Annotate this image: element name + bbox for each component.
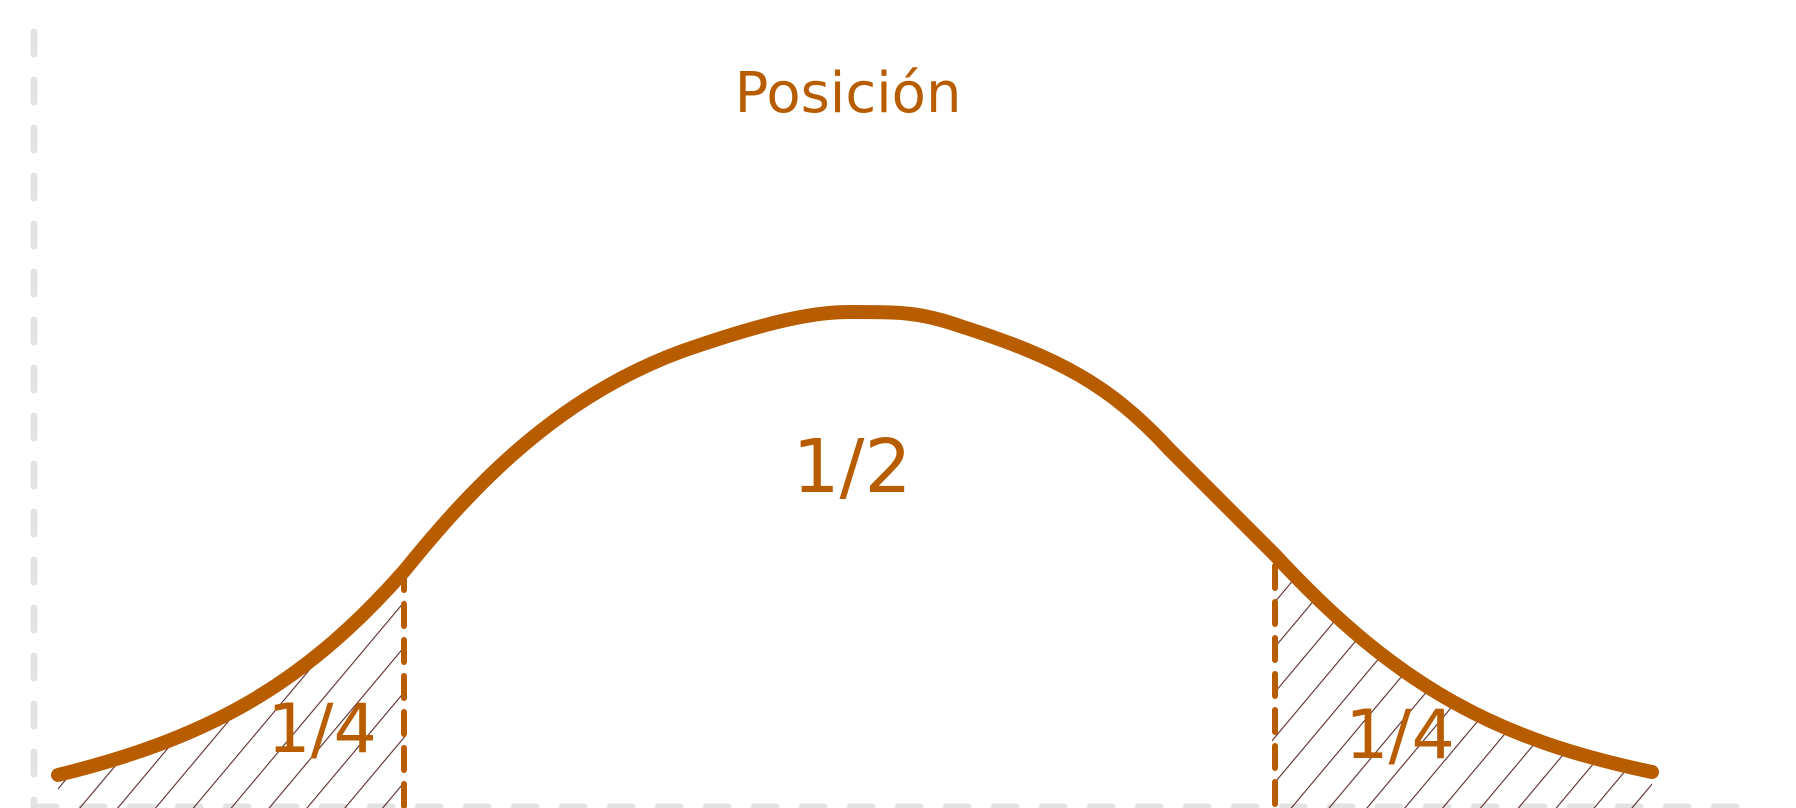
diagram-title: Posición <box>735 61 962 126</box>
left-tail-label: 1/4 <box>267 690 376 769</box>
right-tail-label: 1/4 <box>1345 696 1454 775</box>
bell-curve <box>51 305 1659 782</box>
center-region-label: 1/2 <box>792 424 911 510</box>
